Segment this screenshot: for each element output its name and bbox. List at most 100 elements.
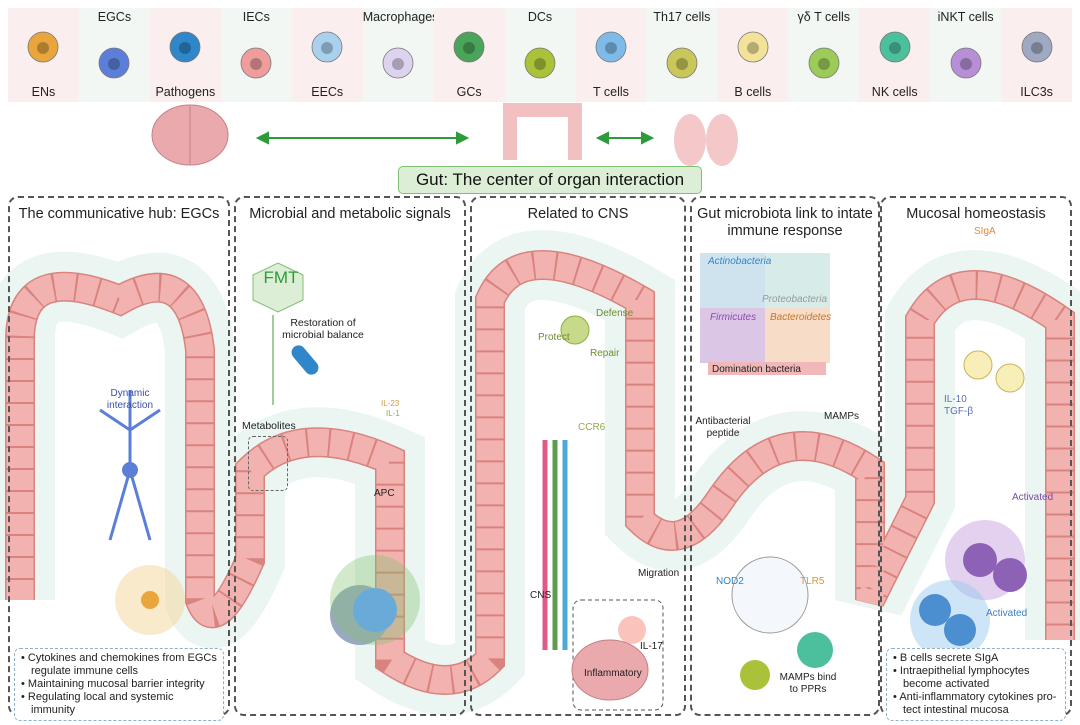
b-cell-icon xyxy=(737,31,769,63)
cns-label: CNS xyxy=(530,590,552,601)
legend-label: GCs xyxy=(456,85,482,99)
glial-cell-icon xyxy=(99,47,130,79)
panel-mucosal-homeostasis: Mucosal homeostasis SIgA IL-10 TGF-β Act… xyxy=(880,196,1072,721)
restoration-label: Restoration of microbial balance xyxy=(282,317,364,341)
activated-ilc-label: Activated xyxy=(1012,492,1054,503)
legend-label: ILC3s xyxy=(1020,85,1053,99)
dynamic-interaction-label: Dynamic interaction xyxy=(106,388,154,411)
arrow-gut-lung xyxy=(595,131,655,145)
legend-item: DCs xyxy=(504,8,576,102)
panel-innate-immune: Gut microbiota link to intate immune res… xyxy=(690,196,880,716)
inflammatory-label: Inflammatory xyxy=(584,668,642,679)
panel-microbial-metabolic: Microbial and metabolic signals FMT Rest… xyxy=(234,196,466,716)
defense-cycle-icon xyxy=(560,315,590,345)
epithelial-cell-icon xyxy=(240,47,272,79)
mamps-bind-label: MAMPs bind to PPRs xyxy=(779,672,837,695)
legend-label: EECs xyxy=(311,85,344,99)
legend-label: Pathogens xyxy=(155,85,216,99)
note: Cytokines and chemokines from EGCs regul… xyxy=(21,652,217,678)
enteroendocrine-cell-icon xyxy=(311,31,343,63)
t-cell-icon xyxy=(595,31,627,63)
legend-label: iNKT cells xyxy=(937,10,994,24)
legend-item: T cells xyxy=(575,8,647,102)
legend-item: Macrophages xyxy=(362,8,439,102)
enteric-neuron-icon xyxy=(28,31,59,63)
macrophage-icon xyxy=(382,47,414,79)
gd-t-cell-icon xyxy=(808,47,840,79)
legend-label: B cells xyxy=(734,85,772,99)
note: Maintaining mucosal barrier integrity xyxy=(21,678,217,691)
protect-label: Protect xyxy=(538,332,570,343)
tgfb-label: TGF-β xyxy=(944,406,974,417)
arrow-brain-gut xyxy=(255,131,470,145)
organ-interaction-row xyxy=(151,103,738,166)
ccr6-label: CCR6 xyxy=(578,422,606,433)
panel-title: Gut microbiota link to intate immune res… xyxy=(697,206,873,239)
legend-item: EGCs xyxy=(78,8,150,102)
legend-item: NK cells xyxy=(859,8,931,102)
activated-lymphocyte-label: Activated xyxy=(986,608,1028,619)
ppr-receptor-icon xyxy=(731,556,809,634)
panel-egcs: The communicative hub: EGCs Dynamic inte… xyxy=(8,196,230,721)
mamps-label: MAMPs xyxy=(824,411,859,422)
panel-title: Microbial and metabolic signals xyxy=(249,206,451,222)
legend-label: T cells xyxy=(593,85,629,99)
repair-label: Repair xyxy=(590,348,620,359)
intestine-icon xyxy=(503,103,582,160)
legend-item: IECs xyxy=(220,8,292,102)
legend-item: Th17 cells xyxy=(646,8,718,102)
legend-item: GCs xyxy=(433,8,505,102)
note: Intraepithelial lymphocytes become activ… xyxy=(893,665,1059,691)
metabolites-box xyxy=(248,436,288,491)
legend-item: ILC3s xyxy=(1001,8,1073,102)
panel-title: The communicative hub: EGCs xyxy=(18,206,220,222)
panel-title: Related to CNS xyxy=(527,206,629,222)
legend-item: B cells xyxy=(717,8,789,102)
note: Anti-inflammatory cytokines pro- tect in… xyxy=(893,691,1059,717)
bacteroidetes-label: Bacteroidetes xyxy=(770,312,832,323)
siga-label: SIgA xyxy=(974,226,996,237)
legend-label: Th17 cells xyxy=(653,10,711,24)
dendritic-cell-icon xyxy=(524,47,556,79)
apc-label: APC xyxy=(374,488,395,499)
fmt-icon xyxy=(252,262,304,313)
note: Regulating local and systemic immunity xyxy=(21,691,217,717)
actinobacteria-label: Actinobacteria xyxy=(708,256,772,267)
legend-item: EECs xyxy=(291,8,363,102)
egc-notes: Cytokines and chemokines from EGCs regul… xyxy=(14,648,224,721)
legend-item: γδ T cells xyxy=(788,8,860,102)
fmt-label: FMT xyxy=(263,268,299,287)
bacteria-icon xyxy=(169,31,201,63)
page-title: Gut: The center of organ interaction xyxy=(398,166,702,194)
antibacterial-peptide-label: Antibacterial peptide xyxy=(695,416,751,439)
th17-cell-icon xyxy=(666,47,698,79)
legend-label: IECs xyxy=(242,10,270,24)
panel-cns: Related to CNS Defense Protect Repair CC… xyxy=(470,196,686,716)
legend-item: Pathogens xyxy=(149,8,221,102)
domination-bacteria-label: Domination bacteria xyxy=(712,364,801,375)
brain-icon xyxy=(151,104,229,166)
enteric-neuron-icon xyxy=(141,591,159,609)
legend-label: EGCs xyxy=(97,10,132,24)
legend-label: NK cells xyxy=(871,85,918,99)
migration-label: Migration xyxy=(638,568,680,579)
legend-label: ENs xyxy=(31,85,56,99)
il23-label: IL-23 xyxy=(381,399,400,408)
panel-title: Mucosal homeostasis xyxy=(906,206,1046,222)
proteobacteria-label: Proteobacteria xyxy=(762,294,828,305)
legend-item: iNKT cells xyxy=(930,8,1002,102)
nk-cell-icon xyxy=(879,31,911,63)
legend-item: ENs xyxy=(8,8,79,102)
legend-label: DCs xyxy=(527,10,553,24)
defense-label: Defense xyxy=(596,308,634,319)
il10-label: IL-10 xyxy=(944,394,967,405)
legend-label: Macrophages xyxy=(362,10,439,24)
il1-label: IL-1 xyxy=(386,409,400,418)
inkt-cell-icon xyxy=(950,47,982,79)
mucosal-notes: B cells secrete SIgA Intraepithelial lym… xyxy=(886,648,1066,721)
firmicutes-label: Firmicutes xyxy=(710,312,757,323)
legend-label: γδ T cells xyxy=(797,10,851,24)
note: B cells secrete SIgA xyxy=(893,652,1059,665)
